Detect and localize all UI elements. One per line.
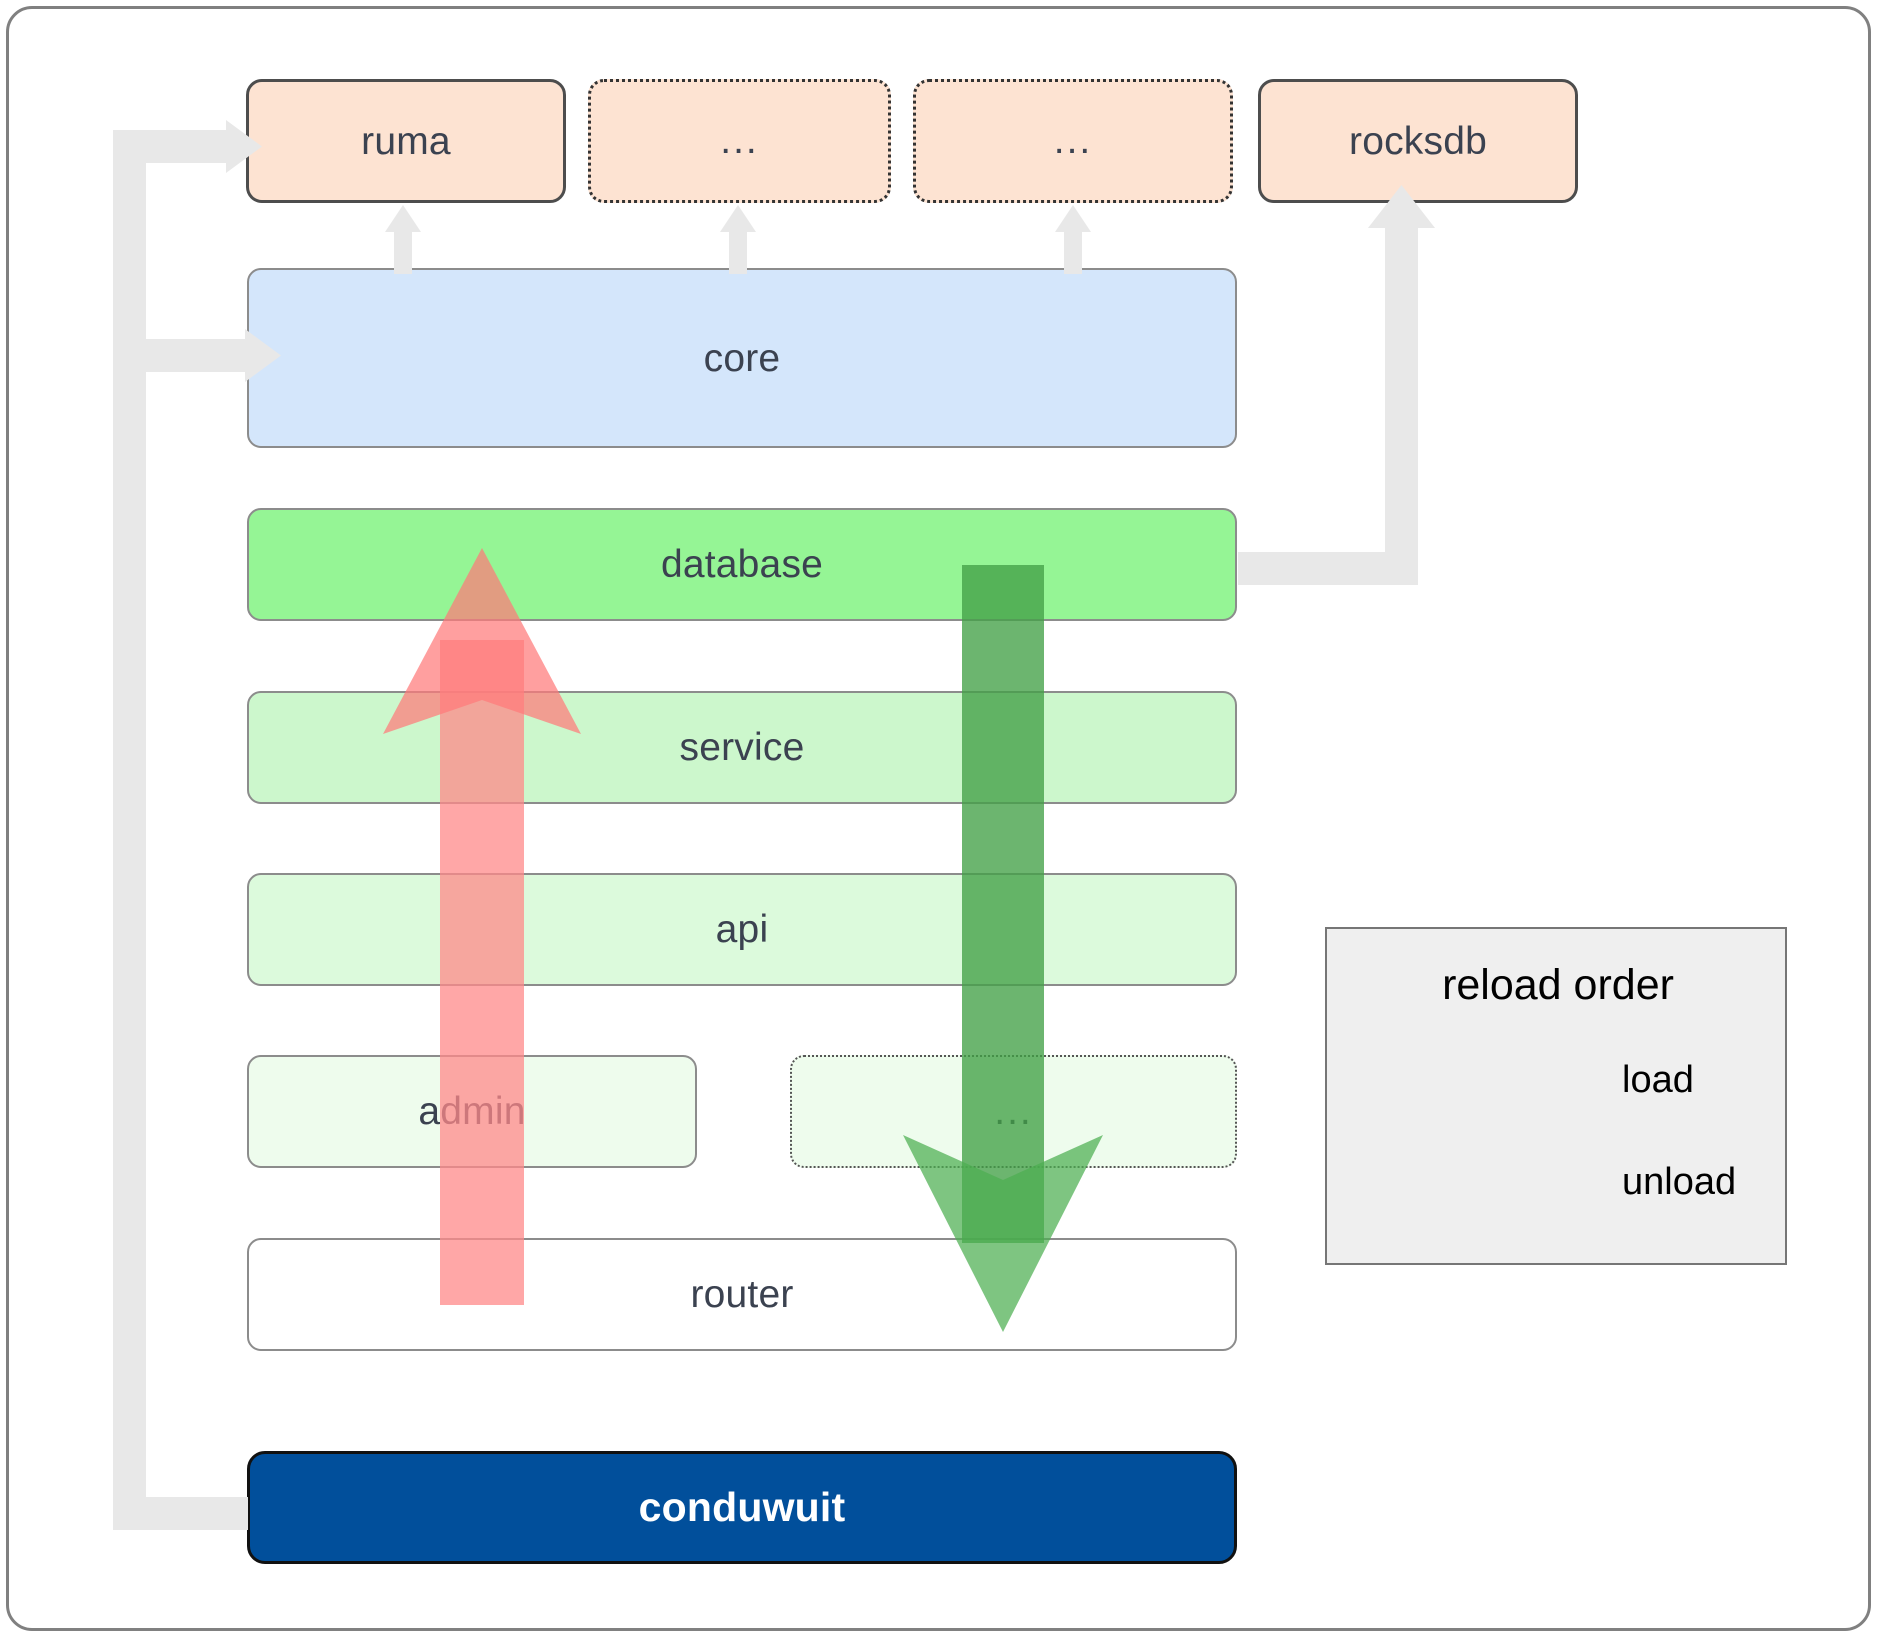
stack-label-router: router: [690, 1273, 794, 1316]
legend-label-unload: unload: [1622, 1161, 1737, 1203]
root-box-conduwuit[interactable]: conduwuit: [247, 1451, 1237, 1564]
database-rocksdb-connector: [1238, 228, 1418, 585]
stack-box-router[interactable]: router: [247, 1238, 1237, 1351]
dependency-box-ellipsis-1[interactable]: ...: [588, 79, 891, 203]
connector-arrowhead-core: [245, 329, 281, 382]
stack-box-database[interactable]: database: [247, 508, 1237, 621]
stack-box-service[interactable]: service: [247, 691, 1237, 804]
connector-arrowhead-rocksdb: [1368, 185, 1435, 228]
left-dependency-connector: [113, 130, 252, 1530]
stack-label-api: api: [715, 908, 769, 951]
dependency-box-rocksdb[interactable]: rocksdb: [1258, 79, 1578, 203]
core-label: core: [703, 336, 781, 380]
load-flow-arrow: [903, 565, 1103, 1332]
dependency-label-ruma: ruma: [361, 119, 451, 163]
root-label-conduwuit: conduwuit: [638, 1484, 846, 1530]
core-dependency-arrows: [385, 205, 1091, 274]
legend-label-load: load: [1622, 1059, 1694, 1101]
legend-panel: reload order: [1325, 927, 1787, 1265]
unload-flow-arrow: [383, 548, 581, 1305]
dependency-box-ellipsis-2[interactable]: ...: [913, 79, 1233, 203]
dependency-box-ruma[interactable]: ruma: [246, 79, 566, 203]
stack-box-api[interactable]: api: [247, 873, 1237, 986]
core-box[interactable]: core: [247, 268, 1237, 448]
legend-title: reload order: [1442, 961, 1674, 1009]
stack-label-database: database: [660, 543, 824, 586]
stack-label-service: service: [679, 726, 805, 769]
connector-arrowhead-ruma: [226, 120, 262, 173]
dependency-label-rocksdb: rocksdb: [1349, 119, 1487, 163]
